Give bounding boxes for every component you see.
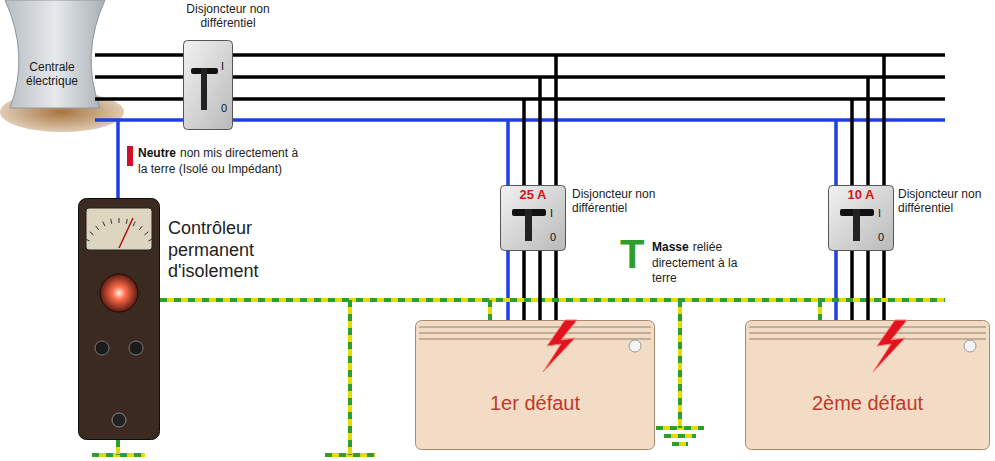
power-wire	[538, 251, 542, 320]
breaker-body	[501, 186, 566, 251]
phase-wire	[882, 250, 886, 321]
phase-wire	[554, 250, 558, 321]
fault-label: 1er défaut	[415, 392, 655, 415]
gauge-tick	[133, 222, 135, 227]
heater-body	[416, 321, 655, 450]
breaker-body	[184, 41, 233, 130]
heater: 1er défaut	[415, 320, 655, 450]
terminal-screw	[112, 413, 126, 427]
gauge-tick	[119, 218, 120, 223]
control-knob	[129, 341, 143, 355]
off-mark: 0	[550, 231, 556, 243]
gauge-tick	[148, 239, 152, 241]
gauge-tick	[126, 219, 127, 224]
gauge-tick	[144, 232, 148, 235]
fault-label: 2ème défaut	[745, 392, 990, 415]
gauge-tick	[90, 232, 94, 235]
phase-wire	[522, 99, 526, 186]
heater-fin	[749, 332, 986, 334]
neutral-drop	[116, 120, 120, 198]
branch-breaker: 25 AI0Disjoncteur non différentiel	[500, 185, 566, 251]
heater-knob	[964, 340, 976, 352]
gauge-tick	[96, 226, 99, 230]
device-housing	[79, 199, 160, 440]
phase-wire	[866, 77, 870, 186]
device-label: Contrôleur permanent d'isolement	[168, 218, 298, 283]
off-mark: 0	[221, 102, 227, 114]
phase-wire	[522, 250, 526, 321]
cooling-tower	[5, 0, 105, 108]
gauge-ticks	[85, 218, 153, 241]
breaker-lever-stem	[525, 209, 532, 241]
heater-fin	[749, 338, 986, 340]
gauge-needle	[119, 218, 133, 248]
phase-wire	[850, 99, 854, 186]
gauge-tick	[111, 219, 112, 224]
heater-fin	[749, 326, 986, 328]
phase-wire	[538, 77, 542, 186]
breaker-lever-stem	[853, 209, 860, 241]
heater-knob	[629, 340, 641, 352]
neutral-marker	[127, 146, 133, 166]
breaker-label: Disjoncteur non différentiel	[178, 2, 278, 31]
power-wire	[866, 251, 870, 320]
off-mark: 0	[878, 231, 884, 243]
breaker-label: Disjoncteur non différentiel	[898, 187, 992, 216]
heater-shape	[745, 320, 990, 450]
heater: 2ème défaut	[745, 320, 990, 450]
neutral-note-block: Neutrenon mis directement à la terre (Is…	[138, 146, 308, 177]
on-mark: I	[550, 207, 553, 219]
phase-wire	[882, 55, 886, 186]
earth-note-block: Massereliée directement à la terre	[652, 240, 764, 287]
rating-label: 10 A	[828, 187, 894, 202]
phase-wire	[850, 250, 854, 321]
neutral-heading: Neutre	[138, 146, 176, 160]
main-breaker-shape	[183, 40, 233, 130]
branch-breaker: 10 AI0Disjoncteur non différentiel	[828, 185, 894, 251]
breaker-label: Disjoncteur non différentiel	[572, 187, 670, 216]
heater-shape	[415, 320, 655, 450]
insulation-monitor-shape	[78, 198, 160, 440]
heater-fin	[419, 326, 651, 328]
heater-fin	[419, 332, 651, 334]
rating-label: 25 A	[500, 187, 566, 202]
on-mark: I	[221, 60, 224, 72]
earth-heading: Masse	[652, 240, 689, 254]
breaker-body	[829, 186, 894, 251]
control-knob	[95, 341, 109, 355]
fault-bolt	[873, 320, 907, 372]
plant-label: Centrale électrique	[12, 60, 92, 89]
heater-body	[746, 321, 990, 450]
breaker-lever-stem	[201, 68, 207, 110]
alarm-lamp	[100, 274, 138, 312]
fault-bolt	[543, 320, 577, 372]
insulation-monitor: Contrôleur permanent d'isolement	[78, 198, 160, 440]
gauge-face	[86, 208, 152, 250]
gauge-tick	[139, 226, 142, 230]
earth-letter: T	[620, 234, 644, 274]
phase-wire	[554, 55, 558, 186]
gauge-tick	[103, 222, 105, 227]
heater-fin	[419, 338, 651, 340]
gauge-tick	[85, 239, 89, 241]
main-breaker: Disjoncteur non différentielI0	[183, 40, 233, 130]
on-mark: I	[878, 207, 881, 219]
